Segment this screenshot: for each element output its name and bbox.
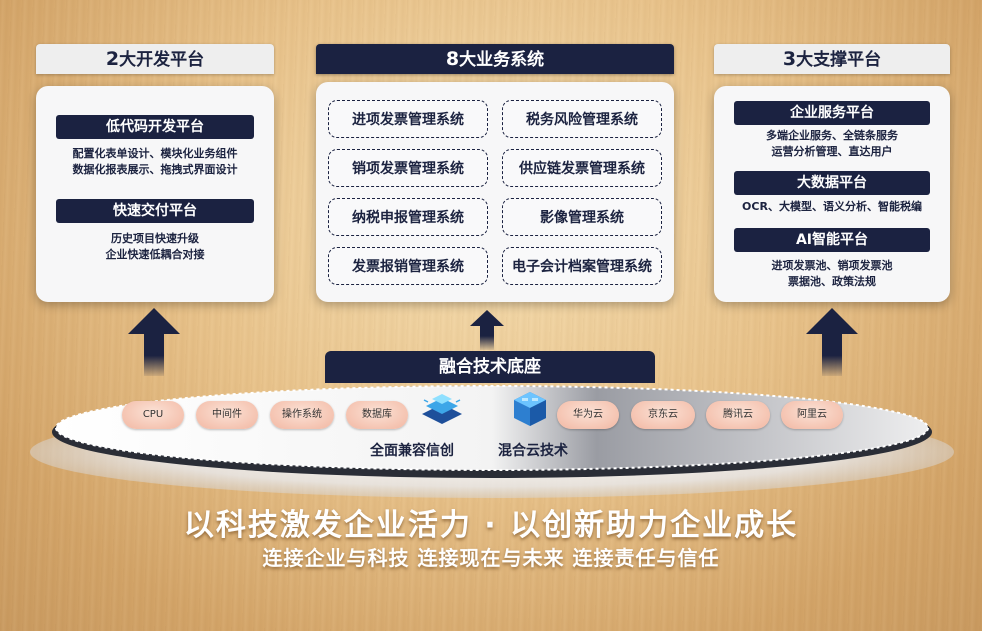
supply-chain-invoice-system: 供应链发票管理系统 (502, 149, 662, 187)
ali-cloud-pill: 阿里云 (781, 401, 843, 429)
big-data-bar: 大数据平台 (734, 171, 930, 195)
enterprise-service-bar: 企业服务平台 (734, 101, 930, 125)
cloud-cube-icon (514, 392, 546, 426)
fast-delivery-desc-2: 企业快速低耦合对接 (105, 248, 205, 261)
center-tab-number: 8 (445, 48, 460, 70)
input-invoice-system: 进项发票管理系统 (328, 100, 488, 138)
enterprise-service-desc-1: 多端企业服务、全链条服务 (766, 129, 898, 142)
database-pill: 数据库 (346, 401, 408, 429)
ai-platform-bar: AI智能平台 (734, 228, 930, 252)
center-panel-tab: 8大业务系统 (316, 44, 674, 74)
e-archive-system: 电子会计档案管理系统 (502, 247, 662, 285)
center-up-arrow-icon (470, 310, 504, 350)
foundation-platform (30, 385, 954, 498)
right-panel-tab: 3大支撑平台 (714, 44, 950, 74)
huawei-cloud-pill: 华为云 (557, 401, 619, 429)
invoice-reimbursement-system: 发票报销管理系统 (328, 247, 488, 285)
tencent-cloud-pill: 腾讯云 (706, 401, 770, 429)
fast-delivery-desc-1: 历史项目快速升级 (111, 232, 199, 245)
os-pill: 操作系统 (270, 401, 334, 429)
left-panel-tab: 2大开发平台 (36, 44, 274, 74)
jd-cloud-pill: 京东云 (631, 401, 695, 429)
enterprise-service-desc-2: 运营分析管理、直达用户 (771, 145, 893, 158)
support-platform-card: 企业服务平台 多端企业服务、全链条服务 运营分析管理、直达用户 大数据平台 OC… (714, 86, 950, 302)
left-tab-text: 大开发平台 (119, 50, 205, 70)
dev-platform-card: 低代码开发平台 配置化表单设计、模块化业务组件 数据化报表展示、拖拽式界面设计 … (36, 86, 274, 302)
tax-risk-system: 税务风险管理系统 (502, 100, 662, 138)
hybrid-cloud-label: 混合云技术 (498, 443, 568, 459)
image-management-system: 影像管理系统 (502, 198, 662, 236)
low-code-platform-bar: 低代码开发平台 (56, 115, 254, 139)
xinchuang-label: 全面兼容信创 (370, 443, 454, 459)
chip-icon (422, 394, 462, 424)
slogan-line-1: 以科技激发企业活力 · 以创新助力企业成长 (183, 508, 799, 543)
left-tab-number: 2 (105, 48, 120, 70)
business-systems-card: 进项发票管理系统 税务风险管理系统 销项发票管理系统 供应链发票管理系统 纳税申… (316, 82, 674, 302)
output-invoice-system: 销项发票管理系统 (328, 149, 488, 187)
low-code-desc-1: 配置化表单设计、模块化业务组件 (72, 147, 238, 160)
tax-filing-system: 纳税申报管理系统 (328, 198, 488, 236)
low-code-desc-2: 数据化报表展示、拖拽式界面设计 (72, 163, 238, 176)
center-tab-text: 大业务系统 (459, 50, 545, 70)
big-data-desc: OCR、大模型、语义分析、智能税编 (742, 200, 922, 213)
ai-platform-desc-1: 进项发票池、销项发票池 (771, 259, 893, 272)
right-tab-number: 3 (782, 48, 797, 70)
right-up-arrow-icon (806, 308, 858, 376)
middleware-pill: 中间件 (196, 401, 258, 429)
ai-platform-desc-2: 票据池、政策法规 (788, 275, 876, 288)
fast-delivery-platform-bar: 快速交付平台 (56, 199, 254, 223)
left-up-arrow-icon (128, 308, 180, 376)
slogan-line-2: 连接企业与科技 连接现在与未来 连接责任与信任 (262, 546, 720, 570)
right-tab-text: 大支撑平台 (796, 50, 882, 70)
foundation-title: 融合技术底座 (325, 351, 655, 383)
cpu-pill: CPU (122, 401, 184, 429)
